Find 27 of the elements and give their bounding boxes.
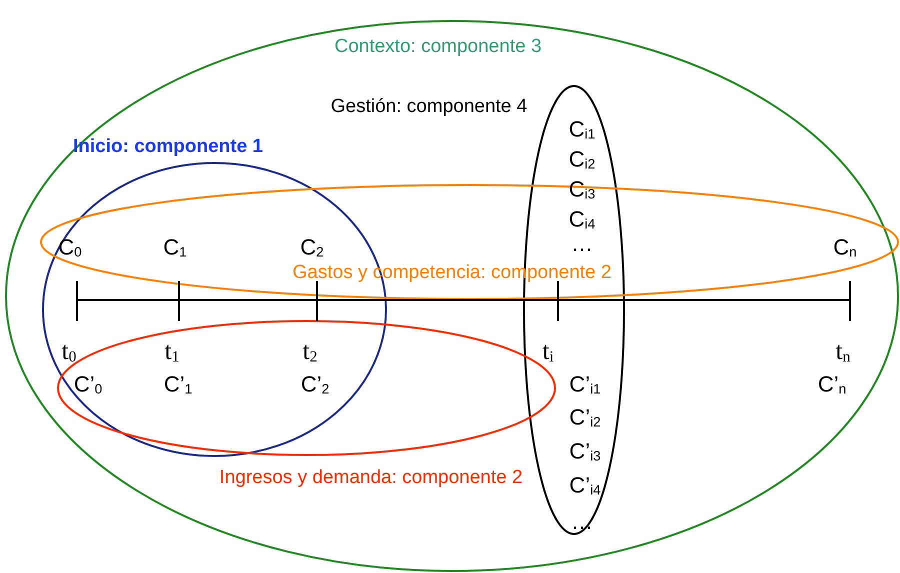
variable-label: C$_{1}$ xyxy=(163,236,187,260)
variable-label: C$_{2}$ xyxy=(300,236,324,260)
variable-label: C’$_{i3}$ xyxy=(569,440,601,464)
variable-label: C’$_{n}$ xyxy=(818,374,846,396)
region-title: Contexto: componente 3 xyxy=(334,36,542,58)
variable-label: … xyxy=(571,511,593,533)
region-title: Gestión: componente 4 xyxy=(330,96,528,118)
variable-label: t$_{i}$ xyxy=(542,339,554,365)
variable-label: C$_{n}$ xyxy=(833,236,857,260)
variable-label: t$_{n}$ xyxy=(836,339,850,365)
region-title: Inicio: componente 1 xyxy=(72,136,264,158)
variable-label: … xyxy=(571,233,593,255)
variable-label: t$_{0}$ xyxy=(62,339,76,365)
variable-label: C’$_{i4}$ xyxy=(569,474,601,498)
variable-label: C$_{i1}$ xyxy=(568,118,596,142)
variable-label: t$_{2}$ xyxy=(302,339,318,365)
variable-label: C’$_{i2}$ xyxy=(569,406,601,430)
variable-label: C$_{0}$ xyxy=(58,236,82,260)
variable-label: C’$_{1}$ xyxy=(164,374,192,396)
variable-label: C’$_{i1}$ xyxy=(569,374,601,396)
region-title: Ingresos y demanda: componente 2 xyxy=(219,467,523,489)
variable-label: C$_{i2}$ xyxy=(568,148,596,172)
variable-label: C$_{i4}$ xyxy=(568,208,596,232)
variable-label: C’$_{2}$ xyxy=(300,374,330,396)
variable-label: C’$_{0}$ xyxy=(74,374,102,396)
ellipse-region xyxy=(5,20,899,572)
variable-label: t$_{1}$ xyxy=(164,339,180,365)
